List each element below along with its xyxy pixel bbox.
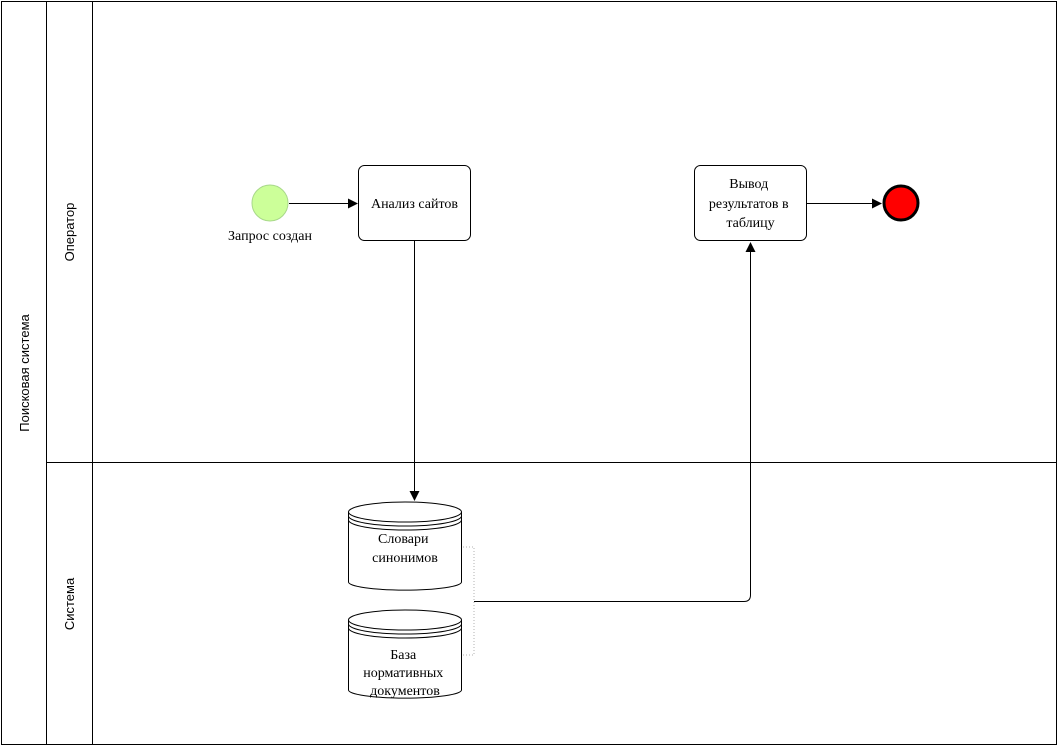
datastore-normative-line-2: нормативных xyxy=(363,666,443,681)
task-output-line-2: результатов в xyxy=(709,197,789,212)
end-event[interactable] xyxy=(882,184,920,222)
task-output-line-3: таблицу xyxy=(726,216,774,231)
task-output-line-1: Вывод xyxy=(729,177,768,192)
task-output-results-label: Вывод результатов в таблицу xyxy=(709,177,792,231)
start-event[interactable] xyxy=(251,184,289,222)
task-analyze-sites[interactable] xyxy=(358,165,471,241)
datastore-synonyms-line-2: синонимов xyxy=(372,551,438,566)
lane-label-system: Система xyxy=(62,577,77,630)
task-output-results[interactable] xyxy=(694,165,807,241)
pool-label: Поисковая система xyxy=(17,313,32,431)
lane-label-operator: Оператор xyxy=(62,203,77,262)
datastore-normative-line-3: документов xyxy=(370,684,440,699)
datastore-synonyms-line-1: Словари xyxy=(378,532,429,547)
datastore-normative-docs-label: База нормативных документов xyxy=(363,648,447,699)
flow-datastores-to-output[interactable] xyxy=(474,242,756,602)
start-event-label: Запрос создан xyxy=(228,229,312,244)
datastore-synonyms-label: Словари синонимов xyxy=(372,532,438,566)
datastore-normative-line-1: База xyxy=(390,648,417,663)
datastore-synonyms[interactable] xyxy=(348,501,462,591)
task-analyze-sites-label: Анализ сайтов xyxy=(371,197,458,212)
datastore-normative-docs[interactable] xyxy=(348,609,462,699)
